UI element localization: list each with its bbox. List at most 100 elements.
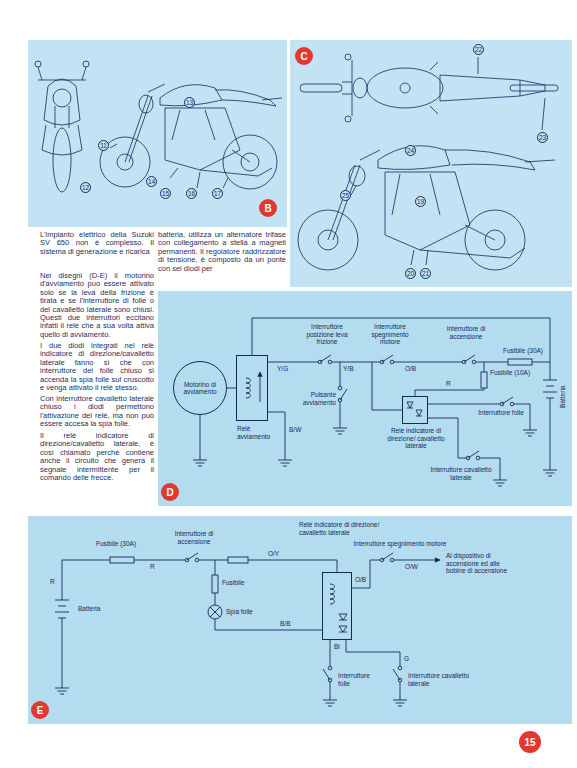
switch-symbol (328, 666, 332, 670)
motorcycle-front-view (53, 128, 71, 192)
article-text: L'impianto elettrico della Suzuki SV 650… (40, 231, 154, 256)
switch-symbol (393, 669, 400, 680)
component-label: Interruttore posizione leva frizione (298, 323, 356, 346)
motorcycle-side-view (465, 210, 525, 270)
component-label: Al dispositivo di accensione ed alle bob… (446, 552, 516, 575)
callout-number: 19 (415, 196, 426, 207)
motorcycle-side-view (525, 160, 555, 162)
article-text: I due diodi integrati nel relè indicator… (40, 342, 154, 392)
relay-coil (330, 584, 335, 604)
ground-symbol (323, 700, 337, 706)
callout-number: 24 (405, 145, 416, 156)
figure-badge: 15 (519, 731, 541, 753)
wire (199, 560, 228, 561)
component-label: Interruttore spegnimento motore (364, 323, 416, 346)
switch-symbol (510, 402, 514, 406)
callout-number: 22 (473, 44, 484, 55)
motorcycle-side-view (378, 146, 450, 170)
component-label: R (50, 578, 55, 586)
wire (394, 362, 462, 363)
switch-symbol (390, 558, 394, 562)
wire (248, 560, 337, 572)
motorcycle-side-view (328, 165, 360, 240)
component-label: Interruttore cavalletto laterale (408, 672, 470, 687)
switch-symbol (393, 666, 402, 682)
component-label: Bl (334, 643, 340, 651)
switch-symbol (466, 451, 480, 460)
component-label: Spia folle (226, 608, 253, 616)
panel-background (28, 40, 572, 724)
component-label: Interruttore cavalletto laterale (430, 466, 492, 481)
switch-symbol (390, 360, 394, 364)
switch-symbol (338, 386, 342, 390)
relay-box: Relè indicatore di direzione/ cavalletto… (322, 572, 352, 640)
motorcycle-top-view (353, 78, 367, 98)
wire (62, 618, 63, 688)
callout-number: 25 (340, 190, 351, 201)
wire (134, 560, 185, 561)
motorcycle-side-view (262, 98, 282, 100)
wire (215, 619, 322, 630)
node-label: C (300, 51, 307, 62)
ground-symbol (393, 700, 407, 706)
wire (215, 560, 216, 575)
switch-symbol (323, 669, 330, 680)
node-label: Relè avviamento (237, 425, 283, 440)
wire (268, 362, 318, 363)
motorcycle-top-view (400, 83, 410, 93)
switch-symbol (382, 355, 393, 362)
node-label: 15 (524, 737, 535, 748)
node-label: Relè indicatore di direzione/ cavalletto… (379, 427, 453, 450)
motorcycle-side-view (445, 150, 535, 170)
switch-symbol (382, 553, 393, 560)
component-label: Pulsante avviamento (296, 391, 336, 406)
callout-number: 15 (160, 188, 171, 199)
wire (62, 560, 110, 600)
wire (400, 682, 401, 700)
motorcycle-top-view (367, 68, 443, 108)
panel-background (290, 40, 572, 287)
wire (484, 362, 485, 372)
ground-symbol (333, 428, 347, 434)
callout-number: 11 (98, 140, 109, 151)
fuse-symbol (212, 575, 218, 593)
wire (332, 362, 380, 363)
component-label: O/Y (268, 550, 279, 558)
motorcycle-side-view (165, 108, 240, 170)
article-text: Nei disegni (D-E) il motorino d'avviamen… (40, 272, 154, 339)
callout-number: 17 (212, 188, 223, 199)
switch-symbol (380, 553, 394, 562)
motorcycle-top-view (300, 84, 342, 92)
node-label: Motorino di avviamento (178, 381, 222, 396)
motorcycle-top-view (300, 54, 558, 130)
component-label: Y/B (343, 365, 353, 373)
motorcycle-side-view (360, 150, 380, 160)
article-text: Il relè indicatore di direzione/cavallet… (40, 432, 154, 482)
lamp-symbol (208, 605, 222, 619)
wire (346, 640, 400, 666)
component-label: Y/G (277, 365, 288, 373)
lamp-symbol (210, 607, 220, 617)
figure-badge: C (295, 47, 313, 65)
component-label: Batteria (78, 605, 100, 613)
node-label: B (264, 203, 271, 214)
wire (215, 593, 216, 605)
motorcycle-top-view (342, 82, 352, 94)
figure-badge: E (31, 701, 49, 719)
motorcycle-side-view (392, 174, 440, 215)
motorcycle-side-view (110, 144, 228, 188)
motorcycle-top-view (345, 116, 351, 122)
motorcycle-top-view (440, 75, 520, 101)
node-label: D (166, 487, 173, 498)
wire-connector (227, 388, 236, 389)
component-label: Fusibile (30A) (500, 347, 546, 355)
fuse-symbol (481, 372, 487, 388)
motorcycle-side-view (100, 84, 282, 189)
motorcycle-side-view (215, 90, 276, 106)
motorcycle-front-view (83, 61, 89, 67)
component-label: R (446, 380, 451, 388)
relay-box: Relè indicatore di direzione/ cavalletto… (402, 396, 428, 424)
motorcycle-top-view (478, 57, 545, 130)
battery-symbol (55, 600, 69, 618)
motorcycle-side-view (139, 95, 153, 113)
